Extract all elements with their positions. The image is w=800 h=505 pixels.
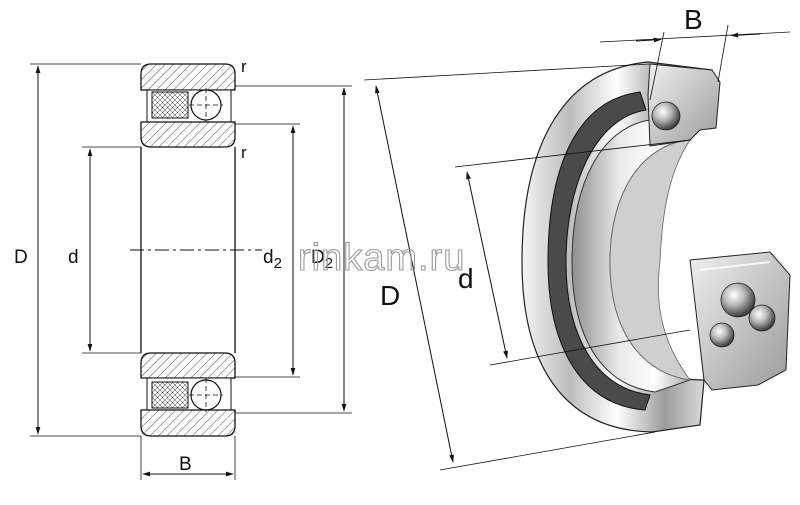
inner-ring-bottom: [140, 352, 236, 379]
label-radius-top: r: [241, 57, 247, 76]
cut-face-bottom: [689, 251, 791, 391]
outer-ring-top: [140, 63, 236, 91]
ball-iso-top: [651, 101, 681, 131]
cage-bottom: [151, 381, 189, 409]
label-outer-shoulder: D2: [311, 247, 333, 272]
label-outer-diameter: D: [14, 247, 28, 268]
iso-label-outer-diameter: D: [380, 280, 400, 311]
seal: [547, 91, 651, 411]
ball-iso-b: [748, 304, 776, 332]
dim-iso-bore-diameter: [466, 171, 508, 359]
section-view: D d d2 D2 B r r: [14, 57, 352, 480]
iso-label-bore-diameter: d: [458, 263, 474, 294]
label-radius-mid: r: [241, 143, 247, 162]
dim-iso-width: [730, 32, 761, 38]
cage-top: [151, 91, 189, 119]
ball-iso-a: [720, 282, 756, 318]
dim-iso-outer-diameter: [375, 85, 454, 463]
watermark: rinkam.ru: [298, 237, 465, 279]
label-bore-diameter: d: [68, 247, 79, 268]
iso-label-width: B: [684, 4, 703, 35]
ball-iso-c: [709, 322, 735, 348]
bore-face: [609, 139, 691, 381]
label-width: B: [179, 454, 192, 475]
inner-ring-top: [140, 121, 236, 148]
label-inner-shoulder: d2: [263, 247, 282, 272]
outer-ring-bottom: [140, 409, 236, 437]
isometric-view: B D d: [363, 4, 791, 471]
